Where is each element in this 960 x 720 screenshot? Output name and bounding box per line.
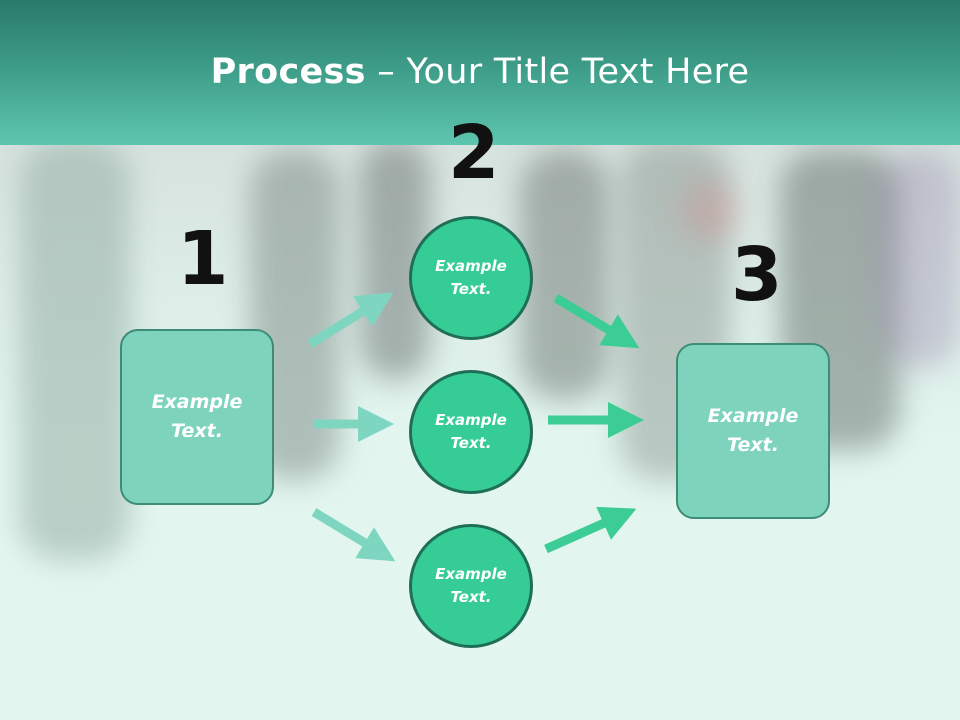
step-3-line2: Text. [727,434,779,456]
circle-top-line1: Example [435,257,507,275]
step-3-line1: Example [707,405,799,427]
arrow-bottom-to-3 [544,506,637,554]
step-number-1: 1 [177,216,229,302]
step-number-2: 2 [448,110,500,196]
arrow-top-to-3 [553,294,640,349]
circle-top-line2: Text. [450,280,492,298]
slide-title: Process – Your Title Text Here [0,52,960,92]
step-2-circle-bottom: Example Text. [409,524,533,648]
step-3-box: Example Text. [676,343,830,519]
title-bar [0,0,960,145]
step-2-circle-middle: Example Text. [409,370,533,494]
step-1-line1: Example [151,391,243,413]
step-1-line2: Text. [171,420,223,442]
step-2-circle-top: Example Text. [409,216,533,340]
circle-bottom-line1: Example [435,565,507,583]
circle-middle-line2: Text. [450,434,492,452]
circle-bottom-line2: Text. [450,588,492,606]
step-number-3: 3 [731,232,783,318]
step-1-box: Example Text. [120,329,274,505]
arrow-1-to-top [307,292,394,348]
arrow-1-to-bottom [311,508,396,562]
circle-middle-line1: Example [435,411,507,429]
title-bold: Process [210,52,366,92]
title-rest: – Your Title Text Here [365,52,750,92]
